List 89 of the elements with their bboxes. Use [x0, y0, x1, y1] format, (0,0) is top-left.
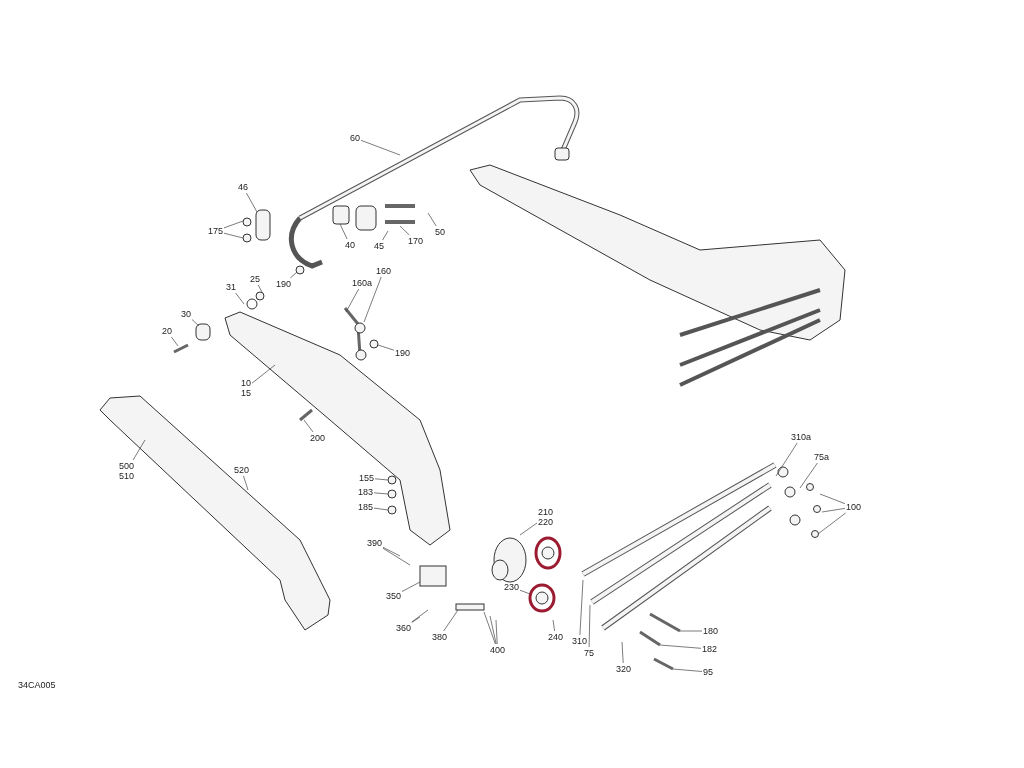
leader-line — [519, 589, 531, 595]
callout-number: 190 — [276, 279, 292, 289]
callout-number: 310 — [572, 636, 588, 646]
leader-line — [443, 609, 459, 632]
leader-line — [363, 276, 382, 323]
callout-number: 30 — [181, 309, 191, 319]
leader-line — [377, 344, 395, 351]
leader-line — [345, 288, 360, 313]
leader-line — [427, 212, 437, 227]
callout-number: 220 — [538, 517, 554, 527]
callout-number: 520 — [234, 465, 250, 475]
leader-line — [672, 668, 703, 672]
callout-number: 160a — [352, 278, 373, 288]
callout-number: 45 — [374, 241, 384, 251]
leader-line — [659, 644, 702, 649]
leader-line — [373, 507, 389, 511]
leader-line — [799, 462, 818, 489]
callout-number: 310a — [791, 432, 812, 442]
callout-number: 240 — [548, 632, 564, 642]
callout-number: 360 — [396, 623, 412, 633]
leader-line — [401, 581, 421, 592]
callout-number: 230 — [504, 582, 520, 592]
leader-line — [411, 609, 429, 623]
leader-line — [411, 616, 421, 623]
leader-line — [588, 604, 591, 648]
callout-number: 25 — [250, 274, 260, 284]
callout-number: 75a — [814, 452, 830, 462]
leader-line — [235, 292, 245, 305]
callout-number: 95 — [703, 667, 713, 677]
callout-number: 50 — [435, 227, 445, 237]
leader-line — [382, 547, 411, 566]
leader-line — [191, 319, 200, 327]
callout-number: 510 — [119, 471, 135, 481]
callout-number: 175 — [208, 226, 224, 236]
callout-number: 200 — [310, 433, 326, 443]
leader-line — [246, 192, 258, 213]
leader-line — [303, 419, 314, 433]
callout-number: 40 — [345, 240, 355, 250]
callout-number: 15 — [241, 388, 251, 398]
leader-line — [132, 439, 146, 461]
callout-number: 75 — [584, 648, 594, 658]
callout-number: 60 — [350, 133, 360, 143]
leader-line — [821, 508, 846, 513]
callout-number: 390 — [367, 538, 383, 548]
callout-number: 320 — [616, 664, 632, 674]
leader-line — [519, 522, 538, 536]
callout-number: 180 — [703, 626, 719, 636]
callout-number: 183 — [358, 487, 374, 497]
callout-number: 31 — [226, 282, 236, 292]
leader-line — [489, 615, 497, 645]
leader-line — [373, 492, 389, 495]
leader-line — [223, 232, 244, 239]
leader-line — [817, 512, 846, 535]
leader-line — [819, 493, 846, 505]
leader-line — [251, 364, 276, 384]
leader-line — [223, 220, 244, 229]
leader-line — [374, 478, 389, 481]
drawing-number: 34CA005 — [18, 680, 56, 690]
callout-number: 155 — [359, 473, 375, 483]
leader-line — [243, 475, 249, 491]
callout-number: 182 — [702, 644, 718, 654]
callout-number: 350 — [386, 591, 402, 601]
leader-line — [679, 630, 703, 632]
callout-number: 170 — [408, 236, 424, 246]
callout-number: 100 — [846, 502, 862, 512]
leader-line — [289, 271, 298, 279]
leader-line — [399, 225, 410, 236]
callout-number: 185 — [358, 502, 374, 512]
leader-line — [621, 641, 624, 664]
leader-line — [382, 230, 389, 241]
callout-number: 400 — [490, 645, 506, 655]
leader-line — [382, 546, 401, 557]
leader-line — [775, 442, 798, 477]
callout-number: 190 — [395, 348, 411, 358]
callout-number: 20 — [162, 326, 172, 336]
callout-number: 210 — [538, 507, 554, 517]
leader-line — [579, 579, 584, 636]
callout-number: 380 — [432, 632, 448, 642]
leader-line — [495, 619, 498, 645]
leader-line — [339, 223, 348, 240]
callout-number: 10 — [241, 378, 251, 388]
leader-line — [483, 611, 496, 645]
leader-line — [171, 336, 179, 347]
callout-number: 500 — [119, 461, 135, 471]
callout-number: 160 — [376, 266, 392, 276]
leader-line — [360, 139, 401, 156]
leader-line — [257, 284, 263, 293]
callout-number: 46 — [238, 182, 248, 192]
leader-line — [552, 619, 555, 632]
